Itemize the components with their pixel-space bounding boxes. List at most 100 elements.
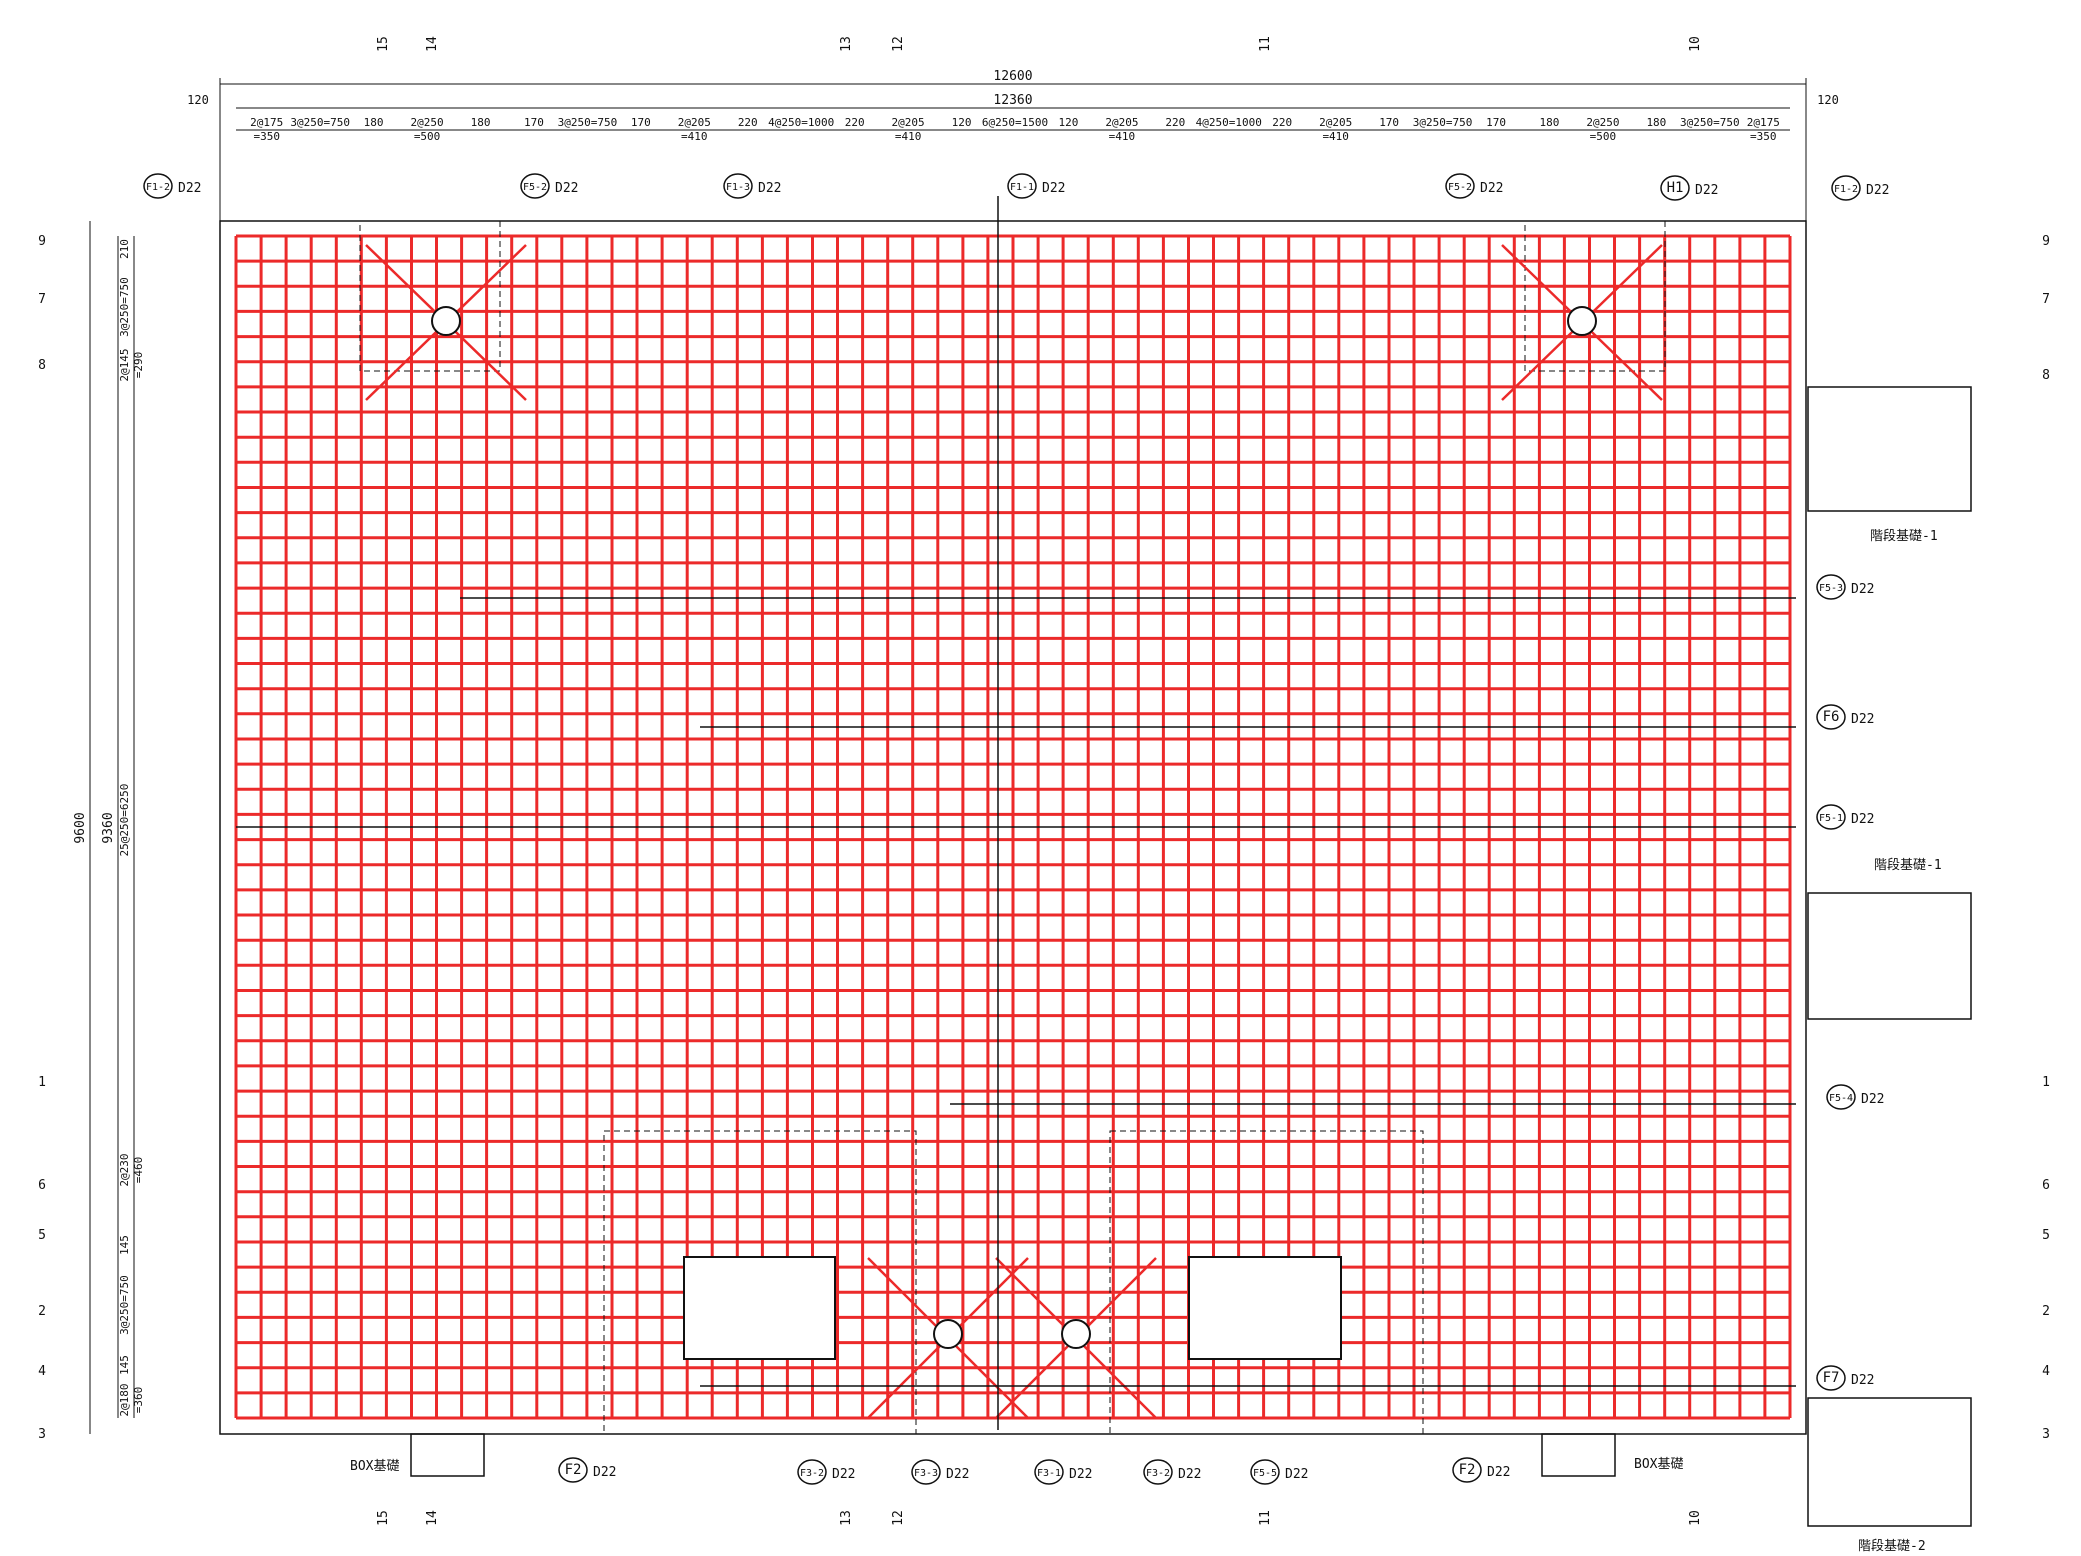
dim-height-inner: 9360 — [101, 812, 116, 843]
dim-top: 2@205 — [678, 116, 711, 129]
callout-bar-size: D22 — [1695, 183, 1718, 198]
section-mark-left: 4 — [38, 1364, 46, 1379]
callout-bar-size: D22 — [555, 181, 578, 196]
callout-bar-size: D22 — [1285, 1467, 1308, 1482]
dim-edge-right: 120 — [1817, 93, 1839, 107]
section-mark-left: 6 — [38, 1178, 46, 1193]
dim-top: 220 — [845, 116, 865, 129]
dashed-zone-top-left — [359, 220, 501, 372]
dim-top: 2@205 — [1319, 116, 1352, 129]
callout-id: F1-1 — [1010, 182, 1034, 193]
callout-bar-size: D22 — [1042, 181, 1065, 196]
section-mark-top: 11 — [1258, 36, 1273, 52]
dim-left: =360 — [132, 1387, 145, 1414]
dim-top: 170 — [524, 116, 544, 129]
callout-id: F1-3 — [726, 182, 750, 193]
callout-id: F2 — [1459, 1462, 1476, 1478]
dim-top: 170 — [631, 116, 651, 129]
dim-top: 2@175 — [1747, 116, 1780, 129]
callout-id: F1-2 — [1834, 184, 1858, 195]
section-mark-left: 9 — [38, 234, 46, 249]
section-mark-right: 7 — [2042, 292, 2050, 307]
note-box-left: BOX基礎 — [350, 1459, 399, 1474]
dim-top: 2@205 — [1105, 116, 1138, 129]
note-box-right: BOX基礎 — [1634, 1457, 1683, 1472]
callout-id: H1 — [1667, 180, 1684, 196]
dimension-lines — [89, 78, 1807, 1434]
section-mark-right: 2 — [2042, 1304, 2050, 1319]
note-stage-foundation-1b: 階段基礎-1 — [1874, 858, 1942, 873]
callout-bar-size: D22 — [1069, 1467, 1092, 1482]
pile-circles — [431, 306, 1597, 1349]
dim-top: 180 — [1646, 116, 1666, 129]
callout-bar-size: D22 — [1851, 712, 1874, 727]
slab-outline — [219, 220, 1807, 1435]
section-mark-right: 3 — [2042, 1427, 2050, 1442]
dim-left: 3@250=750 — [118, 1275, 131, 1335]
section-mark-left: 8 — [38, 358, 46, 373]
callout-bubble — [1452, 1457, 1482, 1483]
dim-top: =500 — [414, 130, 441, 143]
section-mark-bottom: 13 — [839, 1510, 854, 1526]
opening-right — [1188, 1256, 1342, 1360]
dim-left: 145 — [118, 1355, 131, 1375]
section-mark-top: 14 — [425, 36, 440, 52]
callout-id: F5-4 — [1829, 1093, 1853, 1104]
section-mark-top: 10 — [1688, 36, 1703, 52]
pile-circle — [1061, 1319, 1091, 1349]
dim-height-total: 9600 — [73, 812, 88, 843]
section-mark-left: 2 — [38, 1304, 46, 1319]
callout-bubble — [1831, 175, 1861, 201]
callout-bar-size: D22 — [1861, 1092, 1884, 1107]
callout-bubble — [520, 173, 550, 199]
dim-top: 220 — [1165, 116, 1185, 129]
dim-top: 180 — [471, 116, 491, 129]
foundation-boxes — [410, 386, 1972, 1527]
section-mark-bottom: 12 — [891, 1510, 906, 1526]
stage-foundation-1b — [1807, 892, 1972, 1020]
callout-bar-size: D22 — [1487, 1465, 1510, 1480]
dim-top: 180 — [364, 116, 384, 129]
callout-bubble — [1816, 804, 1846, 830]
dim-width-total: 12600 — [993, 69, 1032, 84]
note-stage-foundation-1a: 階段基礎-1 — [1870, 529, 1938, 544]
section-mark-left: 7 — [38, 292, 46, 307]
dim-top: =410 — [681, 130, 708, 143]
note-stage-foundation-2: 階段基礎-2 — [1858, 1539, 1926, 1554]
callout-bar-size: D22 — [1480, 181, 1503, 196]
callout-bar-size: D22 — [1851, 812, 1874, 827]
dashed-zone-left — [603, 1130, 917, 1435]
dim-top: 2@250 — [411, 116, 444, 129]
section-mark-right: 5 — [2042, 1228, 2050, 1243]
dim-left: 145 — [118, 1235, 131, 1255]
callout-bubble — [1007, 173, 1037, 199]
callout-bar-size: D22 — [946, 1467, 969, 1482]
section-mark-right: 6 — [2042, 1178, 2050, 1193]
section-mark-right: 8 — [2042, 368, 2050, 383]
callout-bubble — [1445, 173, 1475, 199]
dim-top: =410 — [1322, 130, 1349, 143]
dim-top: 3@250=750 — [290, 116, 350, 129]
stage-foundation-1a — [1807, 386, 1972, 512]
dim-top: =350 — [1750, 130, 1777, 143]
callout-bubble — [1034, 1459, 1064, 1485]
callout-bar-size: D22 — [1866, 183, 1889, 198]
dim-top: =350 — [253, 130, 280, 143]
callout-id: F6 — [1823, 709, 1840, 725]
dim-left: 210 — [118, 239, 131, 259]
callout-bar-size: D22 — [1851, 1373, 1874, 1388]
dim-top: 4@250=1000 — [1196, 116, 1262, 129]
callout-bubble — [558, 1457, 588, 1483]
callout-bubble — [1250, 1459, 1280, 1485]
section-mark-bottom: 11 — [1258, 1510, 1273, 1526]
section-mark-left: 3 — [38, 1427, 46, 1442]
callout-bubble — [797, 1459, 827, 1485]
callout-id: F5-2 — [523, 182, 547, 193]
dim-top: 2@205 — [892, 116, 925, 129]
dim-top: =410 — [895, 130, 922, 143]
dim-left: 25@250=6250 — [118, 784, 131, 857]
callout-bubble — [143, 173, 173, 199]
dim-top: 2@175 — [250, 116, 283, 129]
callout-bubble — [1816, 1365, 1846, 1391]
